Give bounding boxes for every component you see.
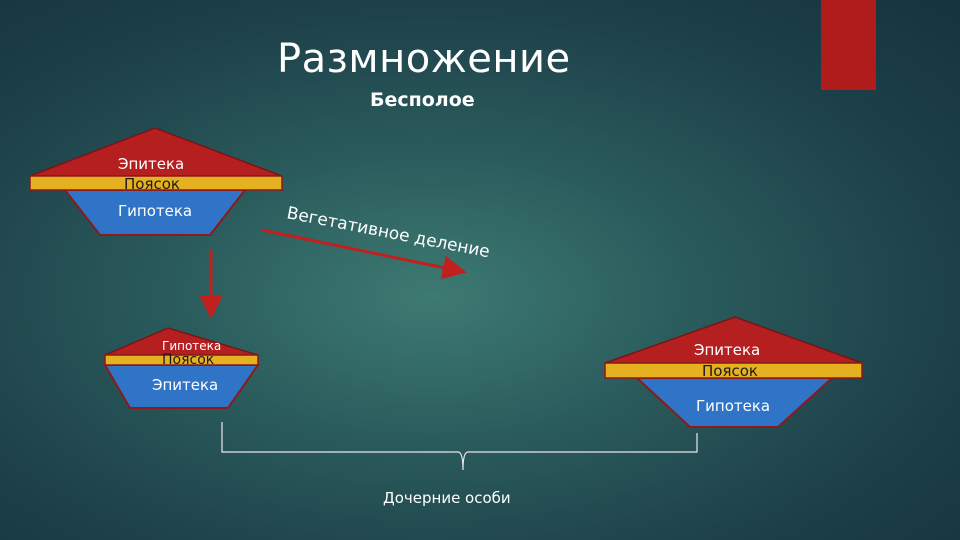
daughter-right-hypotheca-label: Гипотека: [696, 397, 770, 415]
slide-title: Размножение: [277, 36, 571, 82]
daughter-right-girdle-label: Поясок: [702, 362, 758, 380]
daughter-left-top-label: Гипотека: [162, 339, 221, 353]
daughter-left-cell: Гипотека Поясок Эпитека: [103, 327, 260, 409]
daughters-brace: [221, 422, 698, 471]
slide-subtitle: Бесполое: [370, 89, 475, 111]
division-arrow: [261, 228, 467, 280]
daughter-right-epitheca-label: Эпитека: [694, 341, 760, 359]
daughter-right-cell: Эпитека Поясок Гипотека: [604, 316, 863, 428]
daughter-left-girdle-label: Поясок: [162, 352, 214, 368]
process-label: Вегетативное деление: [285, 203, 491, 262]
parent-hypotheca-label: Гипотека: [118, 202, 192, 220]
daughter-left-bottom-label: Эпитека: [152, 376, 218, 394]
parent-girdle-label: Поясок: [124, 175, 180, 193]
parent-epitheca-label: Эпитека: [118, 155, 184, 173]
daughter-right-girdle: [604, 362, 863, 379]
daughter-left-girdle: [104, 354, 259, 366]
brace-label: Дочерние особи: [383, 489, 511, 507]
parent-girdle: [29, 175, 283, 191]
parent-cell: Эпитека Поясок Гипотека: [29, 127, 283, 236]
accent-bar: [821, 0, 876, 90]
